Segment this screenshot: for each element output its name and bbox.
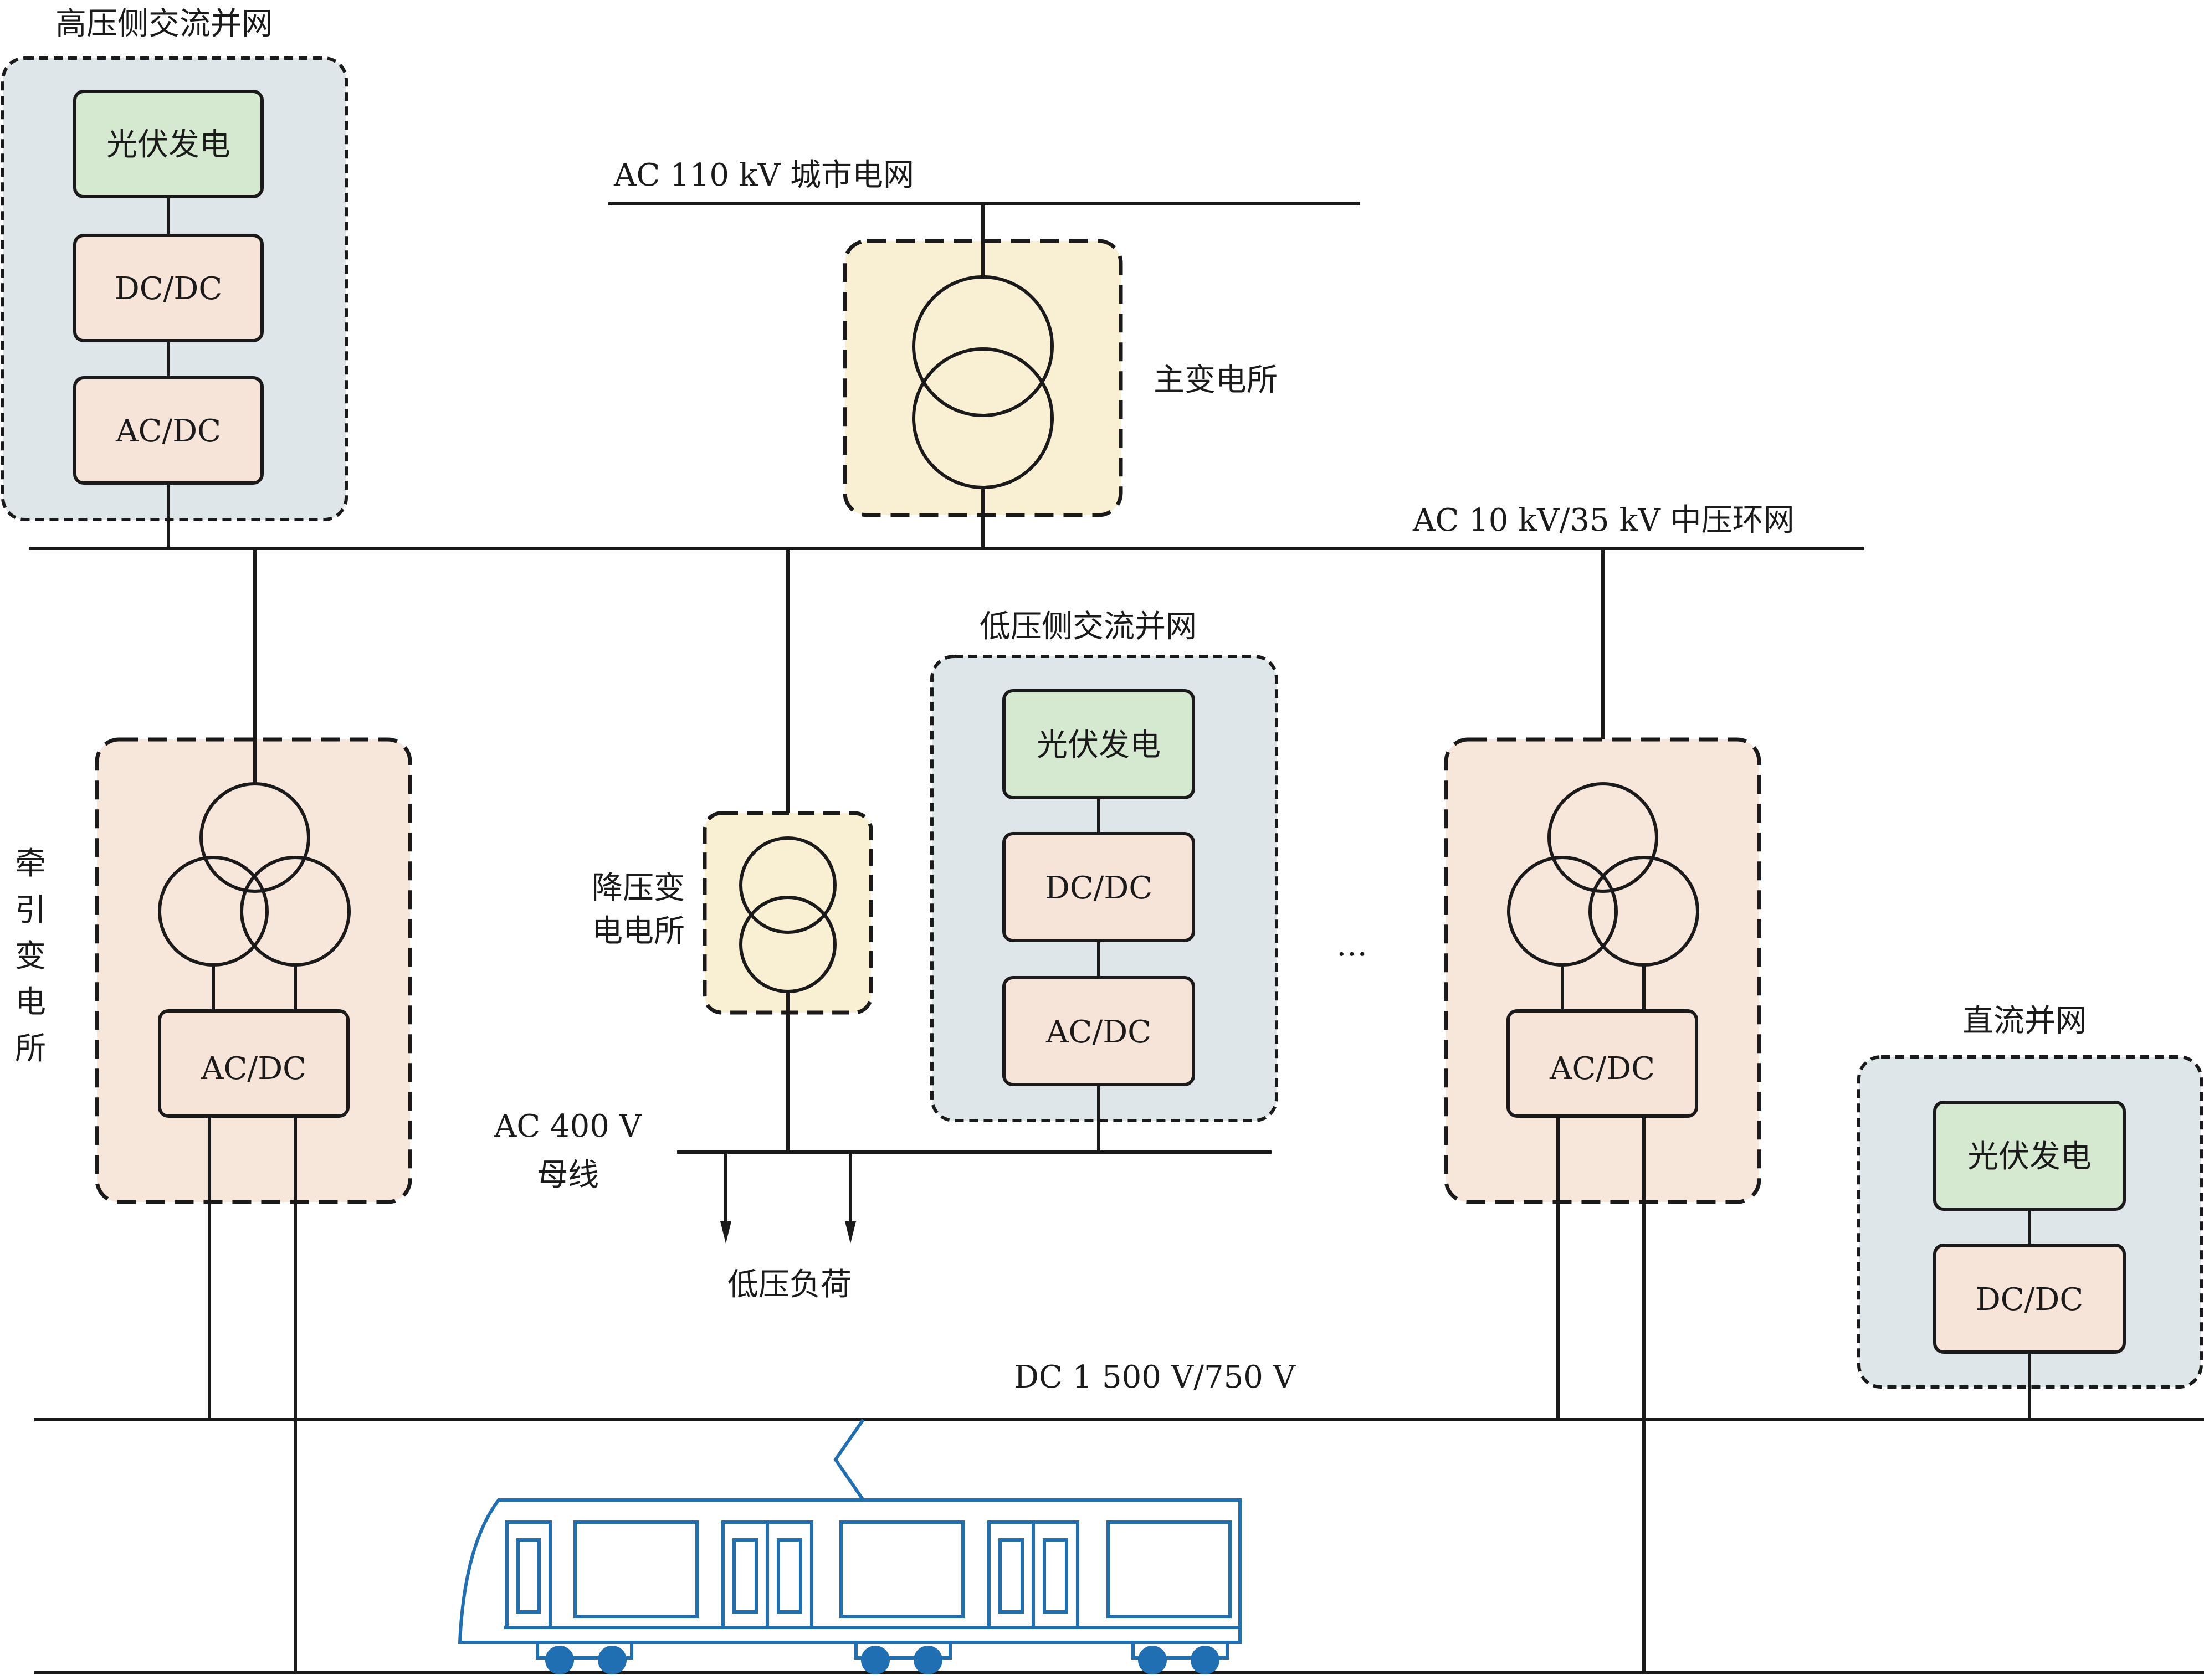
train-bogie-2	[854, 1641, 952, 1660]
train-door-a-window	[732, 1538, 758, 1614]
train-window-2	[839, 1520, 965, 1618]
traction-left-container	[95, 737, 412, 1204]
hv-grid-tie-title: 高压侧交流并网	[55, 6, 273, 42]
traction-label-char-5: 所	[15, 1031, 46, 1067]
main-transformer-coil-top	[912, 275, 1054, 417]
load-arrow-right	[845, 1221, 856, 1244]
main-substation-label: 主变电所	[1154, 362, 1278, 398]
dc-bus-label: DC 1 500 V/750 V	[1014, 1359, 1296, 1395]
lv-dcdc-label: DC/DC	[1045, 870, 1152, 906]
train-door-d	[1032, 1520, 1079, 1629]
train-door-b	[766, 1520, 813, 1629]
train-door-b-window	[777, 1538, 802, 1614]
wheel-3	[861, 1646, 890, 1674]
traction-label-char-1: 牵	[15, 846, 46, 882]
wheel-6	[1191, 1646, 1219, 1674]
stepdown-substation-group: 降压变 电电所	[592, 548, 873, 1152]
dc-dcdc-label: DC/DC	[1976, 1282, 2083, 1318]
traction-right-acdc-box	[1506, 1009, 1698, 1118]
traction-label-char-4: 电	[15, 984, 46, 1020]
mv-ring-label: AC 10 kV/35 kV 中压环网	[1412, 502, 1795, 538]
traction-right-container	[1444, 737, 1761, 1204]
train-wheels	[545, 1646, 1219, 1674]
stepdown-label-line2: 电电所	[592, 913, 685, 949]
pantograph	[833, 1419, 865, 1501]
lv-grid-tie-title: 低压侧交流并网	[980, 609, 1197, 645]
ac400-label-line2: 母线	[537, 1157, 599, 1193]
traction-label-char-3: 变	[15, 938, 46, 974]
traction-left-acdc-box	[158, 1009, 350, 1118]
traction-left-acdc-label: AC/DC	[201, 1051, 306, 1087]
traction-substation-left: AC/DC	[95, 548, 412, 1673]
wheel-4	[914, 1646, 942, 1674]
train-bogie-3	[1131, 1641, 1229, 1660]
dc-grid-tie-title: 直流并网	[1962, 1003, 2087, 1039]
train-window-3	[1106, 1520, 1232, 1618]
main-substation-group: 主变电所	[843, 204, 1278, 548]
wheel-2	[598, 1646, 627, 1674]
city-grid-label: AC 110 kV 城市电网	[613, 157, 914, 193]
wheel-1	[545, 1646, 574, 1674]
dc-pv-label: 光伏发电	[1967, 1139, 2092, 1175]
ellipsis-label: …	[1336, 927, 1367, 963]
hv-acdc-label: AC/DC	[115, 413, 221, 449]
load-arrow-left	[720, 1221, 731, 1244]
train-front-door	[505, 1520, 552, 1629]
wheel-5	[1138, 1646, 1167, 1674]
hv-dcdc-label: DC/DC	[115, 271, 222, 307]
lv-load-arrows	[720, 1152, 856, 1244]
lv-grid-tie-group: 低压侧交流并网 光伏发电 DC/DC AC/DC	[930, 609, 1278, 1152]
traction-right-acdc-label: AC/DC	[1549, 1051, 1655, 1087]
train-door-c-window	[998, 1538, 1024, 1614]
hv-grid-tie-group: 高压侧交流并网 光伏发电 DC/DC AC/DC	[1, 6, 348, 548]
lv-pv-label: 光伏发电	[1037, 727, 1161, 763]
train-window-1	[573, 1520, 699, 1618]
stepdown-substation-container	[703, 811, 873, 1015]
stepdown-transformer-coil-top	[739, 836, 837, 934]
stepdown-label-line1: 降压变	[592, 870, 685, 906]
ac400-label-line1: AC 400 V	[494, 1108, 643, 1144]
train-bogie-1	[536, 1641, 633, 1660]
traction-right-coil-top	[1547, 782, 1658, 893]
train-front-door-window	[516, 1538, 541, 1614]
traction-substation-right: AC/DC	[1444, 548, 1761, 1673]
main-substation-container	[843, 239, 1123, 517]
lv-load-label: 低压负荷	[727, 1267, 852, 1303]
hv-pv-label: 光伏发电	[106, 127, 230, 163]
traction-label-chars: 牵 引 变 电 所	[15, 846, 46, 1067]
traction-label-char-2: 引	[15, 892, 46, 928]
lv-acdc-label: AC/DC	[1045, 1014, 1151, 1050]
train-door-d-window	[1043, 1538, 1068, 1614]
train	[458, 1419, 1242, 1660]
traction-left-coil-top	[199, 782, 310, 893]
dc-grid-tie-group: 直流并网 光伏发电 DC/DC	[1857, 1003, 2203, 1420]
